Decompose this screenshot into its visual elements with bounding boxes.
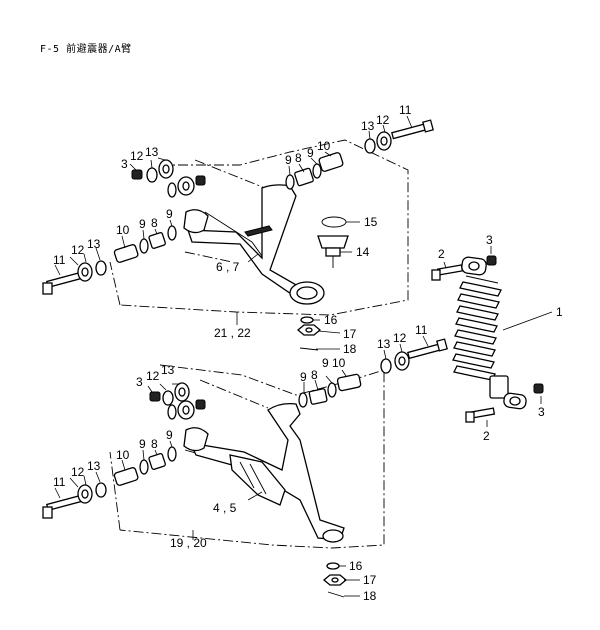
callout-10: 10 xyxy=(116,223,130,237)
callout-12: 12 xyxy=(71,465,85,479)
upper-left-front-hardware xyxy=(42,225,177,295)
lower-left-front-hardware xyxy=(42,446,177,519)
upper-balljoint-fasteners xyxy=(296,316,322,351)
upper-left-rear-hardware xyxy=(131,159,206,198)
callout-13: 13 xyxy=(161,363,175,377)
callout-16: 16 xyxy=(324,313,338,327)
callout-11: 11 xyxy=(415,323,428,337)
callout-14: 14 xyxy=(356,245,370,259)
callout-17: 17 xyxy=(363,573,377,587)
callout-12: 12 xyxy=(376,113,390,127)
shock-absorber xyxy=(431,246,553,427)
callout-13: 13 xyxy=(145,145,159,159)
callout-9: 9 xyxy=(285,153,292,167)
callout-13: 13 xyxy=(377,337,391,351)
callout-10: 10 xyxy=(116,448,130,462)
callout-3: 3 xyxy=(136,375,143,389)
callout-9: 9 xyxy=(139,217,146,231)
callout-17: 17 xyxy=(343,327,357,341)
lower-balljoint-fasteners xyxy=(322,562,348,598)
callout-9: 9 xyxy=(307,146,314,160)
callout-13: 13 xyxy=(87,459,101,473)
callout-4-5: 4 , 5 xyxy=(213,501,237,515)
upper-rear-pivot-hardware xyxy=(285,119,434,190)
callout-8: 8 xyxy=(151,437,158,451)
callout-3: 3 xyxy=(538,405,545,419)
lower-a-arm xyxy=(183,402,345,543)
callout-16: 16 xyxy=(349,559,363,573)
lower-left-rear-hardware xyxy=(149,382,206,420)
callout-12: 12 xyxy=(393,331,407,345)
callout-12: 12 xyxy=(146,369,160,383)
callout-13: 13 xyxy=(361,119,375,133)
callout-6-7: 6 , 7 xyxy=(216,260,240,274)
callout-2: 2 xyxy=(483,429,490,443)
callout-11: 11 xyxy=(53,253,66,267)
callout-9: 9 xyxy=(166,428,173,442)
callout-8: 8 xyxy=(151,216,158,230)
callout-10: 10 xyxy=(317,139,331,153)
callout-labels: 11 12 13 9 8 9 10 3 12 13 10 9 8 9 11 12… xyxy=(53,103,563,603)
callout-8: 8 xyxy=(295,151,302,165)
callout-9: 9 xyxy=(166,207,173,221)
callout-12: 12 xyxy=(71,243,85,257)
callout-19-20: 19 , 20 xyxy=(170,536,207,550)
callout-9: 9 xyxy=(322,356,329,370)
callout-10: 10 xyxy=(332,356,346,370)
callout-18: 18 xyxy=(363,589,377,603)
callout-12: 12 xyxy=(130,149,144,163)
callout-18: 18 xyxy=(343,342,357,356)
upper-leader-lines xyxy=(54,115,413,350)
upper-a-arm-group xyxy=(42,115,434,351)
lower-rear-pivot-hardware xyxy=(298,338,448,408)
upper-a-arm xyxy=(183,184,325,305)
callout-8: 8 xyxy=(311,368,318,382)
callout-15: 15 xyxy=(364,215,378,229)
callout-11: 11 xyxy=(399,103,412,117)
callout-3: 3 xyxy=(486,233,493,247)
callout-21-22: 21 , 22 xyxy=(214,326,251,340)
page-title: F-5 前避震器/A臂 xyxy=(40,44,132,55)
callout-9: 9 xyxy=(139,437,146,451)
ball-joint xyxy=(317,216,349,268)
callout-13: 13 xyxy=(87,237,101,251)
callout-11: 11 xyxy=(53,475,66,489)
callout-3: 3 xyxy=(121,157,128,171)
lower-a-arm-group xyxy=(42,335,448,598)
callout-2: 2 xyxy=(438,247,445,261)
lower-leader-lines xyxy=(54,335,429,597)
shock-spring xyxy=(452,275,502,381)
callout-9: 9 xyxy=(300,370,307,384)
callout-1: 1 xyxy=(556,305,563,319)
